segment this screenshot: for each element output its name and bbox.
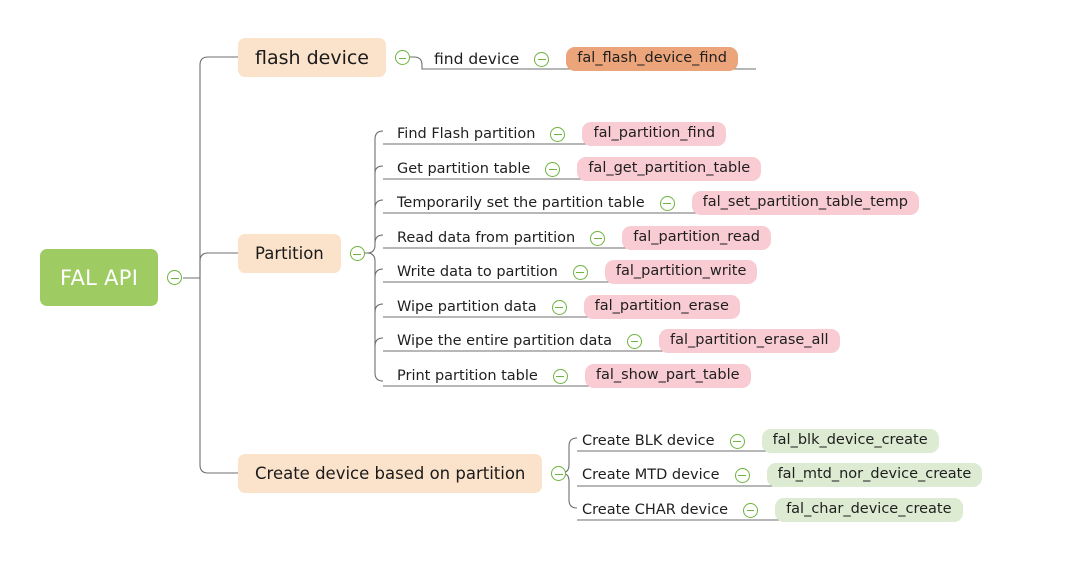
collapse-toggle-icon-find-flash-partition[interactable] <box>550 126 566 142</box>
branch-partition[interactable]: Partition <box>238 234 365 273</box>
leaf-wipe-entire-partition-data[interactable]: Wipe the entire partition data fal_parti… <box>395 329 840 354</box>
leaf-read-data-from-partition[interactable]: Read data from partition fal_partition_r… <box>395 226 771 251</box>
collapse-toggle-icon-flash-device[interactable] <box>395 50 410 65</box>
leaf-temporarily-set-partition-table[interactable]: Temporarily set the partition table fal_… <box>395 191 920 216</box>
partition-elbow-2 <box>374 165 384 174</box>
leaf-print-partition-table[interactable]: Print partition table fal_show_part_tabl… <box>395 364 751 389</box>
spine-to-flash-device <box>199 56 238 278</box>
root-node-label: FAL API <box>40 249 159 306</box>
leaf-write-data-to-partition[interactable]: Write data to partition fal_partition_wr… <box>395 260 758 285</box>
collapse-toggle-icon-find-device[interactable] <box>534 51 550 67</box>
api-pill-fal-partition-find[interactable]: fal_partition_find <box>582 122 727 147</box>
collapse-toggle-icon-root[interactable] <box>167 270 183 285</box>
leaf-wipe-entire-partition-data-label: Wipe the entire partition data <box>397 333 612 350</box>
api-pill-fal-partition-read[interactable]: fal_partition_read <box>622 226 771 251</box>
collapse-toggle-icon-wipe-partition-data[interactable] <box>551 299 567 315</box>
leaf-wipe-partition-data[interactable]: Wipe partition data fal_partition_erase <box>395 295 740 320</box>
leaf-get-partition-table-label: Get partition table <box>397 161 531 178</box>
collapse-toggle-icon-create-char-device[interactable] <box>743 502 759 518</box>
leaf-print-partition-table-label: Print partition table <box>397 368 538 385</box>
api-pill-fal-char-device-create[interactable]: fal_char_device_create <box>775 498 963 523</box>
leaf-create-blk-device[interactable]: Create BLK device fal_blk_device_create <box>580 429 939 454</box>
branch-flash-device-label: flash device <box>238 38 386 77</box>
leaf-create-mtd-device[interactable]: Create MTD device fal_mtd_nor_device_cre… <box>580 463 983 488</box>
partition-elbow-4 <box>374 234 384 244</box>
branch-create-device-label: Create device based on partition <box>238 454 543 493</box>
leaf-create-blk-device-label: Create BLK device <box>582 433 715 450</box>
partition-elbow-5 <box>374 268 384 278</box>
api-pill-fal-set-partition-table-temp[interactable]: fal_set_partition_table_temp <box>691 191 920 216</box>
leaf-find-device-label: find device <box>434 50 520 69</box>
api-pill-fal-blk-device-create[interactable]: fal_blk_device_create <box>761 429 939 454</box>
spine-to-partition <box>199 252 238 278</box>
api-pill-fal-flash-device-find[interactable]: fal_flash_device_find <box>566 47 738 72</box>
leaf-create-mtd-device-label: Create MTD device <box>582 467 720 484</box>
leaf-temporarily-set-partition-table-label: Temporarily set the partition table <box>397 195 645 212</box>
collapse-toggle-icon-create-mtd-device[interactable] <box>734 467 750 483</box>
leaf-read-data-from-partition-label: Read data from partition <box>397 230 576 247</box>
spine-to-create-device <box>199 278 238 474</box>
leaf-find-flash-partition-label: Find Flash partition <box>397 126 536 143</box>
leaf-write-data-to-partition-label: Write data to partition <box>397 264 558 281</box>
collapse-toggle-icon-print-partition-table[interactable] <box>552 368 568 384</box>
collapse-toggle-icon-partition[interactable] <box>349 246 365 261</box>
collapse-toggle-icon-read-data-from-partition[interactable] <box>590 230 606 246</box>
collapse-toggle-icon-create-blk-device[interactable] <box>729 433 745 449</box>
leaf-create-char-device[interactable]: Create CHAR device fal_char_device_creat… <box>580 498 963 523</box>
partition-elbow-3 <box>374 199 384 209</box>
leaf-wipe-partition-data-label: Wipe partition data <box>397 299 537 316</box>
api-pill-fal-mtd-nor-device-create[interactable]: fal_mtd_nor_device_create <box>766 463 983 488</box>
leaf-create-char-device-label: Create CHAR device <box>582 502 729 519</box>
leaf-find-flash-partition[interactable]: Find Flash partition fal_partition_find <box>395 122 727 147</box>
api-pill-fal-partition-erase[interactable]: fal_partition_erase <box>583 295 740 320</box>
api-pill-fal-show-part-table[interactable]: fal_show_part_table <box>584 364 751 389</box>
collapse-toggle-icon-temporarily-set-partition-table[interactable] <box>659 195 675 211</box>
collapse-toggle-icon-create-device[interactable] <box>551 466 567 481</box>
api-pill-fal-get-partition-table[interactable]: fal_get_partition_table <box>577 157 762 182</box>
partition-elbow-6 <box>374 303 384 313</box>
branch-partition-label: Partition <box>238 234 341 273</box>
collapse-toggle-icon-write-data-to-partition[interactable] <box>572 264 588 280</box>
root-node[interactable]: FAL API <box>40 249 183 306</box>
collapse-toggle-icon-wipe-entire-partition-data[interactable] <box>627 333 642 349</box>
api-pill-fal-partition-write[interactable]: fal_partition_write <box>604 260 758 285</box>
branch-create-device[interactable]: Create device based on partition <box>238 454 567 493</box>
leaf-find-device[interactable]: find device fal_flash_device_find <box>432 47 738 72</box>
partition-elbow-7 <box>374 337 384 347</box>
api-pill-fal-partition-erase-all[interactable]: fal_partition_erase_all <box>659 329 840 354</box>
leaf-get-partition-table[interactable]: Get partition table fal_get_partition_ta… <box>395 157 762 182</box>
collapse-toggle-icon-get-partition-table[interactable] <box>545 161 561 177</box>
branch-flash-device[interactable]: flash device <box>238 38 410 77</box>
